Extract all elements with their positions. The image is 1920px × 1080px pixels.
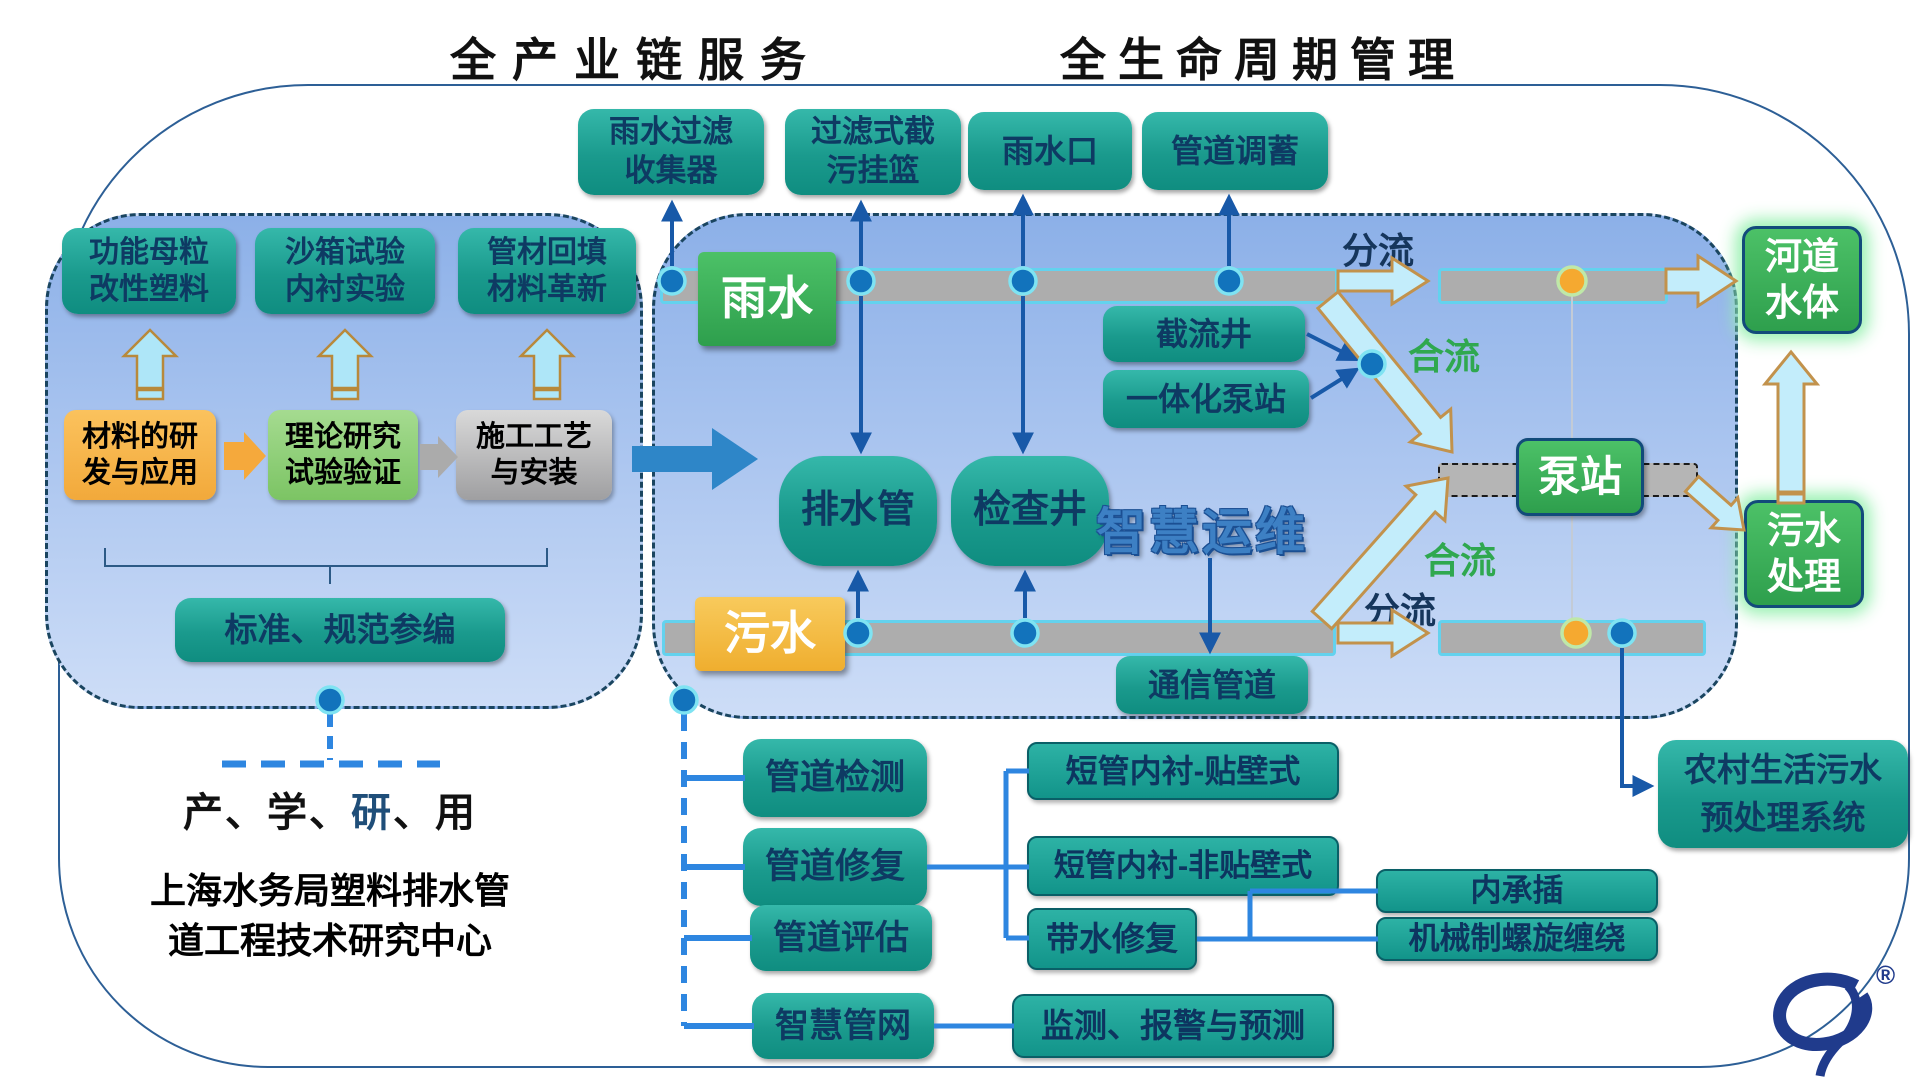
box-comm-pipe: 通信管道 (1116, 656, 1308, 714)
box-inspection-well: 检查井 (951, 456, 1109, 566)
box-pipe-assess: 管道评估 (750, 905, 932, 971)
box-lining-nonwall: 短管内衬-非贴壁式 (1027, 836, 1339, 896)
box-spiral: 机械制螺旋缠绕 (1376, 917, 1658, 961)
box-rain-inlet: 雨水口 (968, 112, 1132, 190)
box-pipe-storage: 管道调蓄 (1142, 112, 1328, 190)
label-split-flow-bottom: 分流 (1364, 590, 1437, 631)
box-drain-pipe: 排水管 (779, 456, 937, 566)
organization-name: 上海水务局塑料排水管 道工程技术研究中心 (149, 870, 510, 962)
box-pipe-repair: 管道修复 (743, 828, 927, 906)
box-construction-install: 施工工艺与安装 (456, 410, 612, 500)
box-backfill-innovation: 管材回填材料革新 (458, 228, 636, 314)
box-standards: 标准、规范参编 (175, 598, 505, 662)
box-smart-network: 智慧管网 (752, 993, 934, 1059)
label-split-flow-top: 分流 (1342, 230, 1415, 271)
rain-pipe-right (1438, 268, 1668, 304)
box-monitor-alarm: 监测、报警与预测 (1012, 994, 1334, 1058)
title-lifecycle: 全生命周期管理 (1060, 34, 1466, 86)
label-sewage: 污水 (695, 597, 845, 671)
box-sandbox-test: 沙箱试验内衬实验 (255, 228, 435, 314)
label-combined-flow-top: 合流 (1408, 336, 1481, 377)
box-socket: 内承插 (1376, 869, 1658, 913)
box-masterbatch: 功能母粒改性塑料 (62, 228, 236, 314)
box-integrated-pump: 一体化泵站 (1103, 370, 1309, 428)
label-combined-flow-bottom: 合流 (1424, 540, 1497, 581)
box-lining-wall: 短管内衬-贴壁式 (1027, 742, 1339, 800)
box-rain-filter-collector: 雨水过滤收集器 (578, 109, 764, 195)
box-theory-validation: 理论研究试验验证 (268, 410, 418, 500)
box-rural-pretreatment: 农村生活污水预处理系统 (1658, 740, 1908, 848)
industry-academia-text: 产、学、研、用 (183, 791, 477, 835)
smart-operations-text: 智慧运维 (1096, 504, 1308, 560)
box-filter-basket: 过滤式截污挂篮 (785, 109, 961, 195)
box-water-repair: 带水修复 (1027, 908, 1197, 970)
sewage-pipe-right (1438, 620, 1706, 656)
label-rainwater: 雨水 (698, 252, 836, 346)
title-industry-chain: 全产业链服务 (450, 34, 822, 86)
box-intercept-well: 截流井 (1103, 306, 1305, 362)
box-pump-station: 泵站 (1516, 438, 1644, 516)
box-material-rd: 材料的研发与应用 (64, 410, 216, 500)
box-sewage-treatment: 污水处理 (1744, 500, 1864, 608)
box-pipe-inspect: 管道检测 (743, 739, 927, 817)
box-river-water: 河道水体 (1742, 226, 1862, 334)
